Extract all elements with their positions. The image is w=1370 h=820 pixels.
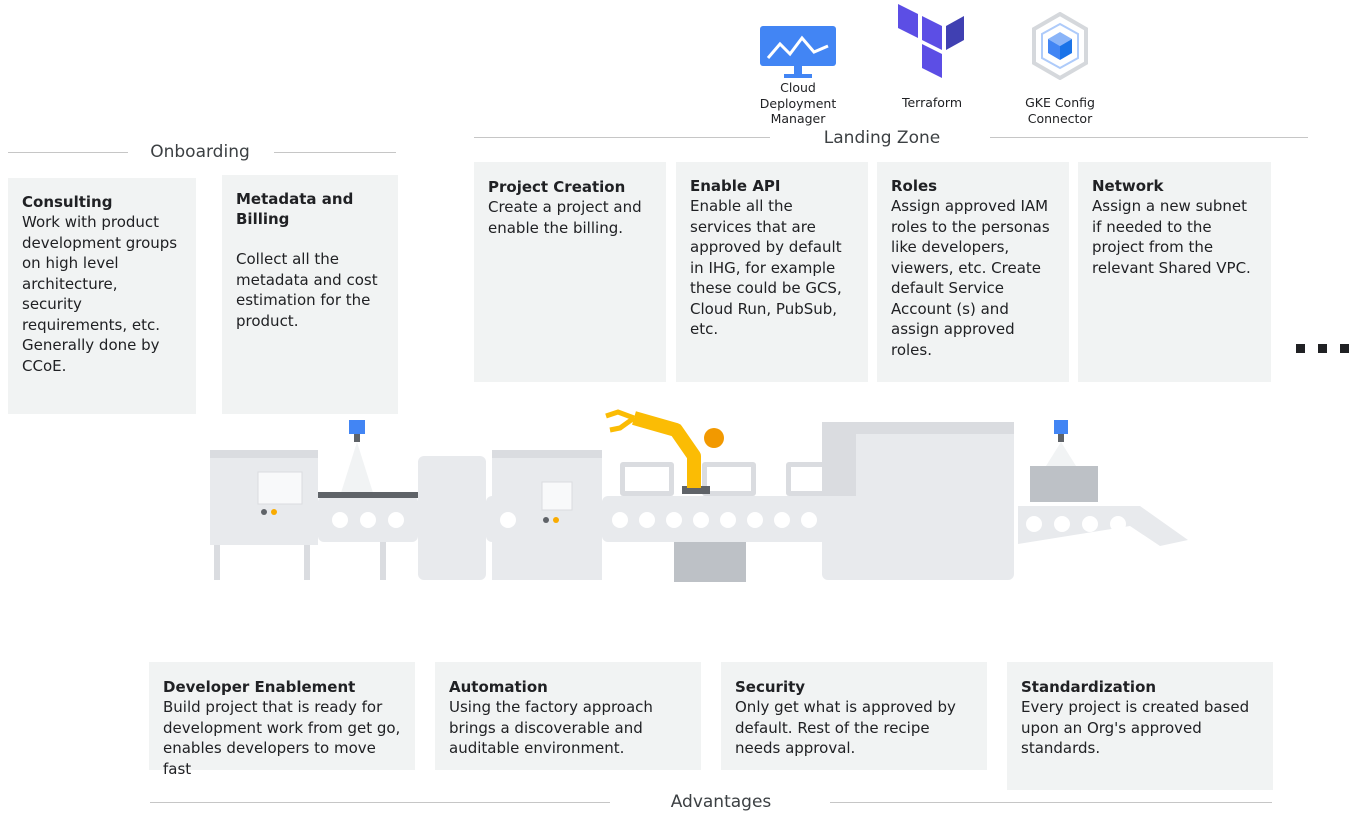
card-text: Create a project and enable the billing.	[488, 198, 642, 237]
card-text: Only get what is approved by default. Re…	[735, 698, 956, 757]
onboarding-rule-left	[8, 152, 128, 153]
advantages-heading: Advantages	[670, 792, 772, 812]
landing-zone-rule-right	[990, 137, 1308, 138]
card-project-creation: Project Creation Create a project and en…	[474, 162, 666, 382]
advantages-rule-left	[150, 802, 610, 803]
card-network: Network Assign a new subnet if needed to…	[1078, 162, 1271, 382]
card-text: Enable all the services that are approve…	[690, 197, 842, 338]
card-text: Work with product development groups on …	[22, 213, 178, 375]
landing-zone-heading: Landing Zone	[823, 128, 941, 148]
card-text: Using the factory approach brings a disc…	[449, 698, 653, 757]
card-security: Security Only get what is approved by de…	[721, 662, 987, 770]
card-enable-api: Enable API Enable all the services that …	[676, 162, 868, 382]
card-title: Network	[1092, 177, 1164, 195]
card-text: Build project that is ready for developm…	[163, 698, 401, 778]
card-title: Security	[735, 678, 806, 696]
card-text: Assign a new subnet if needed to the pro…	[1092, 197, 1251, 277]
tool-label-terraform: Terraform	[901, 95, 963, 110]
card-title: Standardization	[1021, 678, 1157, 696]
card-title: Metadata and Billing	[236, 190, 354, 228]
card-roles: Roles Assign approved IAM roles to the p…	[877, 162, 1069, 382]
card-text: Assign approved IAM roles to the persona…	[891, 197, 1050, 359]
card-automation: Automation Using the factory approach br…	[435, 662, 701, 770]
onboarding-rule-right	[274, 152, 396, 153]
card-title: Developer Enablement	[163, 678, 356, 696]
terraform-icon	[898, 4, 964, 78]
card-title: Roles	[891, 177, 938, 195]
more-ellipsis-icon	[1296, 344, 1349, 353]
tool-label-cdm: Cloud Deployment Manager	[759, 80, 837, 126]
card-title: Consulting	[22, 193, 113, 211]
card-consulting: Consulting Work with product development…	[8, 178, 196, 414]
card-text: Collect all the metadata and cost estima…	[236, 250, 378, 330]
advantages-rule-right	[830, 802, 1272, 803]
gke-config-connector-icon	[1032, 12, 1088, 80]
card-standardization: Standardization Every project is created…	[1007, 662, 1273, 790]
card-developer-enablement: Developer Enablement Build project that …	[149, 662, 415, 778]
cloud-deployment-manager-icon	[760, 26, 836, 78]
card-title: Project Creation	[488, 178, 626, 196]
card-title: Enable API	[690, 177, 781, 195]
card-text: Every project is created based upon an O…	[1021, 698, 1250, 757]
factory-assembly-line-illustration	[210, 409, 1188, 582]
tool-label-gke: GKE Config Connector	[1025, 95, 1095, 126]
card-title: Automation	[449, 678, 548, 696]
card-metadata-billing: Metadata and Billing Collect all the met…	[222, 175, 398, 414]
landing-zone-rule-left	[474, 137, 770, 138]
onboarding-heading: Onboarding	[150, 142, 250, 162]
